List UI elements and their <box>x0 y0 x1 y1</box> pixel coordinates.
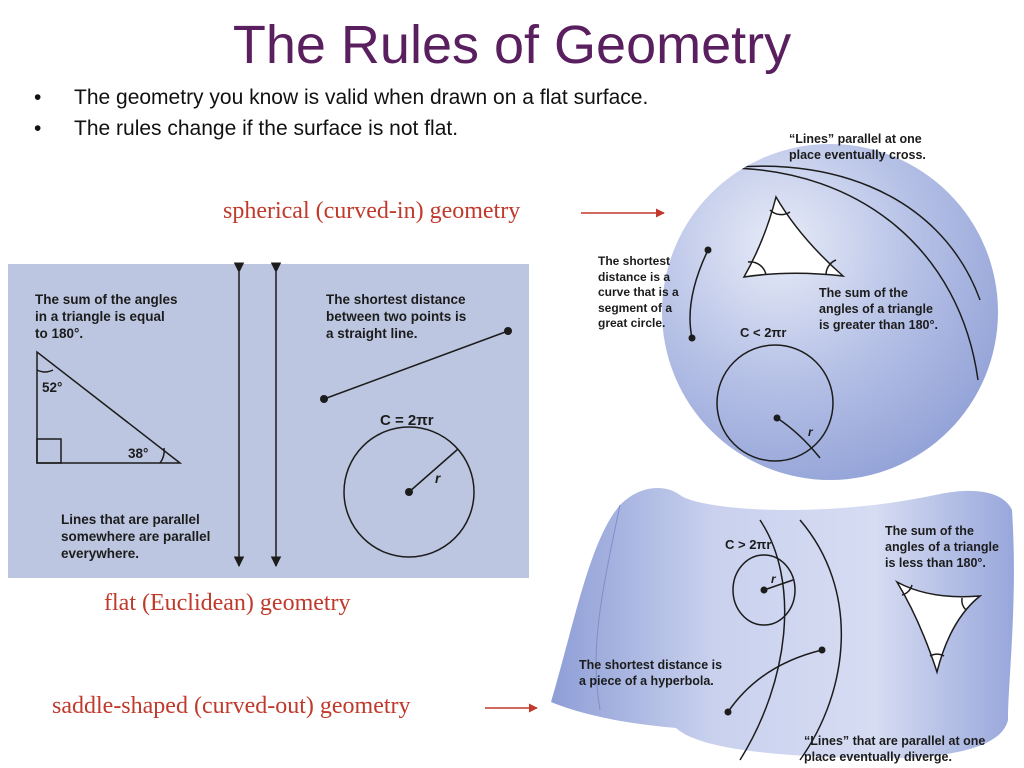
flat-radius <box>408 448 459 493</box>
saddle-angle-arc <box>961 597 967 611</box>
bullet-text: The geometry you know is valid when draw… <box>74 86 649 109</box>
label-line: is less than 180°. <box>885 556 986 570</box>
great-circle-line <box>699 165 981 301</box>
segment-endpoint <box>688 334 696 342</box>
radius-label: r <box>435 471 441 486</box>
saddle-triangle <box>894 580 983 675</box>
parallel-lines-label: Lines that are parallel somewhere are pa… <box>61 511 210 562</box>
bullet-text: The rules change if the surface is not f… <box>74 117 459 140</box>
circle-center <box>405 488 413 496</box>
label-line: a straight line. <box>326 326 418 341</box>
great-circle-segment <box>689 249 709 339</box>
label-line: distance is a <box>598 269 671 284</box>
label-line: place eventually cross. <box>789 148 926 162</box>
sphere-triangle-label: The sum of the angles of a triangle is g… <box>819 285 938 333</box>
label-line: The shortest distance <box>326 292 466 307</box>
label-line: between two points is <box>326 309 467 324</box>
flat-geometry-panel <box>8 264 529 578</box>
sphere-radius-label: r <box>808 425 813 439</box>
sphere-angle-arc <box>769 209 791 216</box>
label-line: The shortest distance is <box>579 658 723 672</box>
label-line: everywhere. <box>61 546 140 561</box>
sphere-illustration <box>662 144 998 480</box>
label-line: angles of a triangle <box>885 540 999 554</box>
saddle-circle <box>732 554 796 626</box>
angle-52-label: 52° <box>42 380 63 395</box>
saddle-circle-center <box>760 586 768 594</box>
diverging-line <box>739 519 786 761</box>
label-line: The sum of the angles <box>35 292 178 307</box>
angle-arc-top <box>36 369 54 373</box>
sphere-circumference-formula: C < 2πr <box>740 325 787 340</box>
bullet-item: • The geometry you know is valid when dra… <box>34 86 648 110</box>
circumference-formula: C = 2πr <box>380 412 434 429</box>
bullet-item: • The rules change if the surface is not … <box>34 117 648 141</box>
saddle-illustration <box>551 488 1014 761</box>
right-triangle <box>36 350 183 464</box>
label-line: “Lines” that are parallel at one <box>804 734 986 748</box>
saddle-parallel-label: “Lines” that are parallel at one place e… <box>804 733 985 765</box>
angle-38-label: 38° <box>128 446 149 461</box>
sphere-parallel-label: “Lines” parallel at one place eventually… <box>789 131 926 163</box>
sphere <box>662 144 998 480</box>
saddle-angle-arc <box>901 584 913 596</box>
triangle-sum-label: The sum of the angles in a triangle is e… <box>35 291 178 342</box>
bullet-glyph: • <box>34 86 42 109</box>
segment-endpoint <box>704 246 712 254</box>
bullet-list: • The geometry you know is valid when dra… <box>34 86 648 148</box>
sphere-radius <box>776 417 821 459</box>
flat-caption: flat (Euclidean) geometry <box>104 590 351 616</box>
sphere-circle-center <box>773 414 781 422</box>
label-line: The sum of the <box>819 286 908 300</box>
hyperbola-endpoint <box>724 708 732 716</box>
label-line: curve that is a <box>598 285 679 299</box>
angle-arc-bottom <box>159 447 165 464</box>
saddle-surface <box>551 488 1014 759</box>
label-line: angles of a triangle <box>819 302 933 316</box>
label-line: The shortest <box>598 254 671 268</box>
right-angle-marker <box>36 438 62 464</box>
bullet-glyph: • <box>34 117 42 140</box>
saddle-angle-arc <box>929 653 945 657</box>
saddle-radius-label: r <box>771 572 776 586</box>
line-endpoint <box>504 327 512 335</box>
saddle-fold <box>595 504 621 711</box>
straight-line-segment <box>323 330 509 400</box>
spherical-caption: spherical (curved-in) geometry <box>223 198 521 224</box>
saddle-circumference-formula: C > 2πr <box>725 537 772 552</box>
label-line: segment of a <box>598 300 673 315</box>
label-line: to 180°. <box>35 326 84 341</box>
saddle-radius <box>763 579 794 591</box>
sphere-angle-arc <box>747 261 767 276</box>
label-line: Lines that are parallel <box>61 512 200 527</box>
sphere-shortest-label: The shortest distance is a curve that is… <box>598 254 679 332</box>
label-line: “Lines” parallel at one <box>789 132 922 146</box>
sphere-circle <box>716 344 834 462</box>
saddle-triangle-label: The sum of the angles of a triangle is l… <box>885 523 999 571</box>
label-line: great circle. <box>598 316 666 330</box>
line-endpoint <box>320 395 328 403</box>
shortest-distance-label: The shortest distance between two points… <box>326 291 466 342</box>
label-line: is greater than 180°. <box>819 318 938 332</box>
saddle-shortest-label: The shortest distance is a piece of a hy… <box>579 657 722 689</box>
flat-points <box>320 327 512 496</box>
label-line: somewhere are parallel <box>61 529 211 544</box>
label-line: a piece of a hyperbola. <box>579 674 714 688</box>
label-line: in a triangle is equal <box>35 309 165 324</box>
spherical-triangle <box>742 195 846 278</box>
flat-drawings <box>36 262 509 568</box>
diverging-line <box>799 519 843 761</box>
label-line: place eventually diverge. <box>804 750 952 764</box>
hyperbola-segment <box>727 649 823 713</box>
flat-circle <box>343 426 475 558</box>
hyperbola-endpoint <box>818 646 826 654</box>
slide-title: The Rules of Geometry <box>232 15 792 75</box>
sphere-angle-arc <box>825 259 837 276</box>
saddle-caption: saddle-shaped (curved-out) geometry <box>52 693 411 719</box>
great-circle-line <box>729 167 979 381</box>
label-line: The sum of the <box>885 524 974 538</box>
